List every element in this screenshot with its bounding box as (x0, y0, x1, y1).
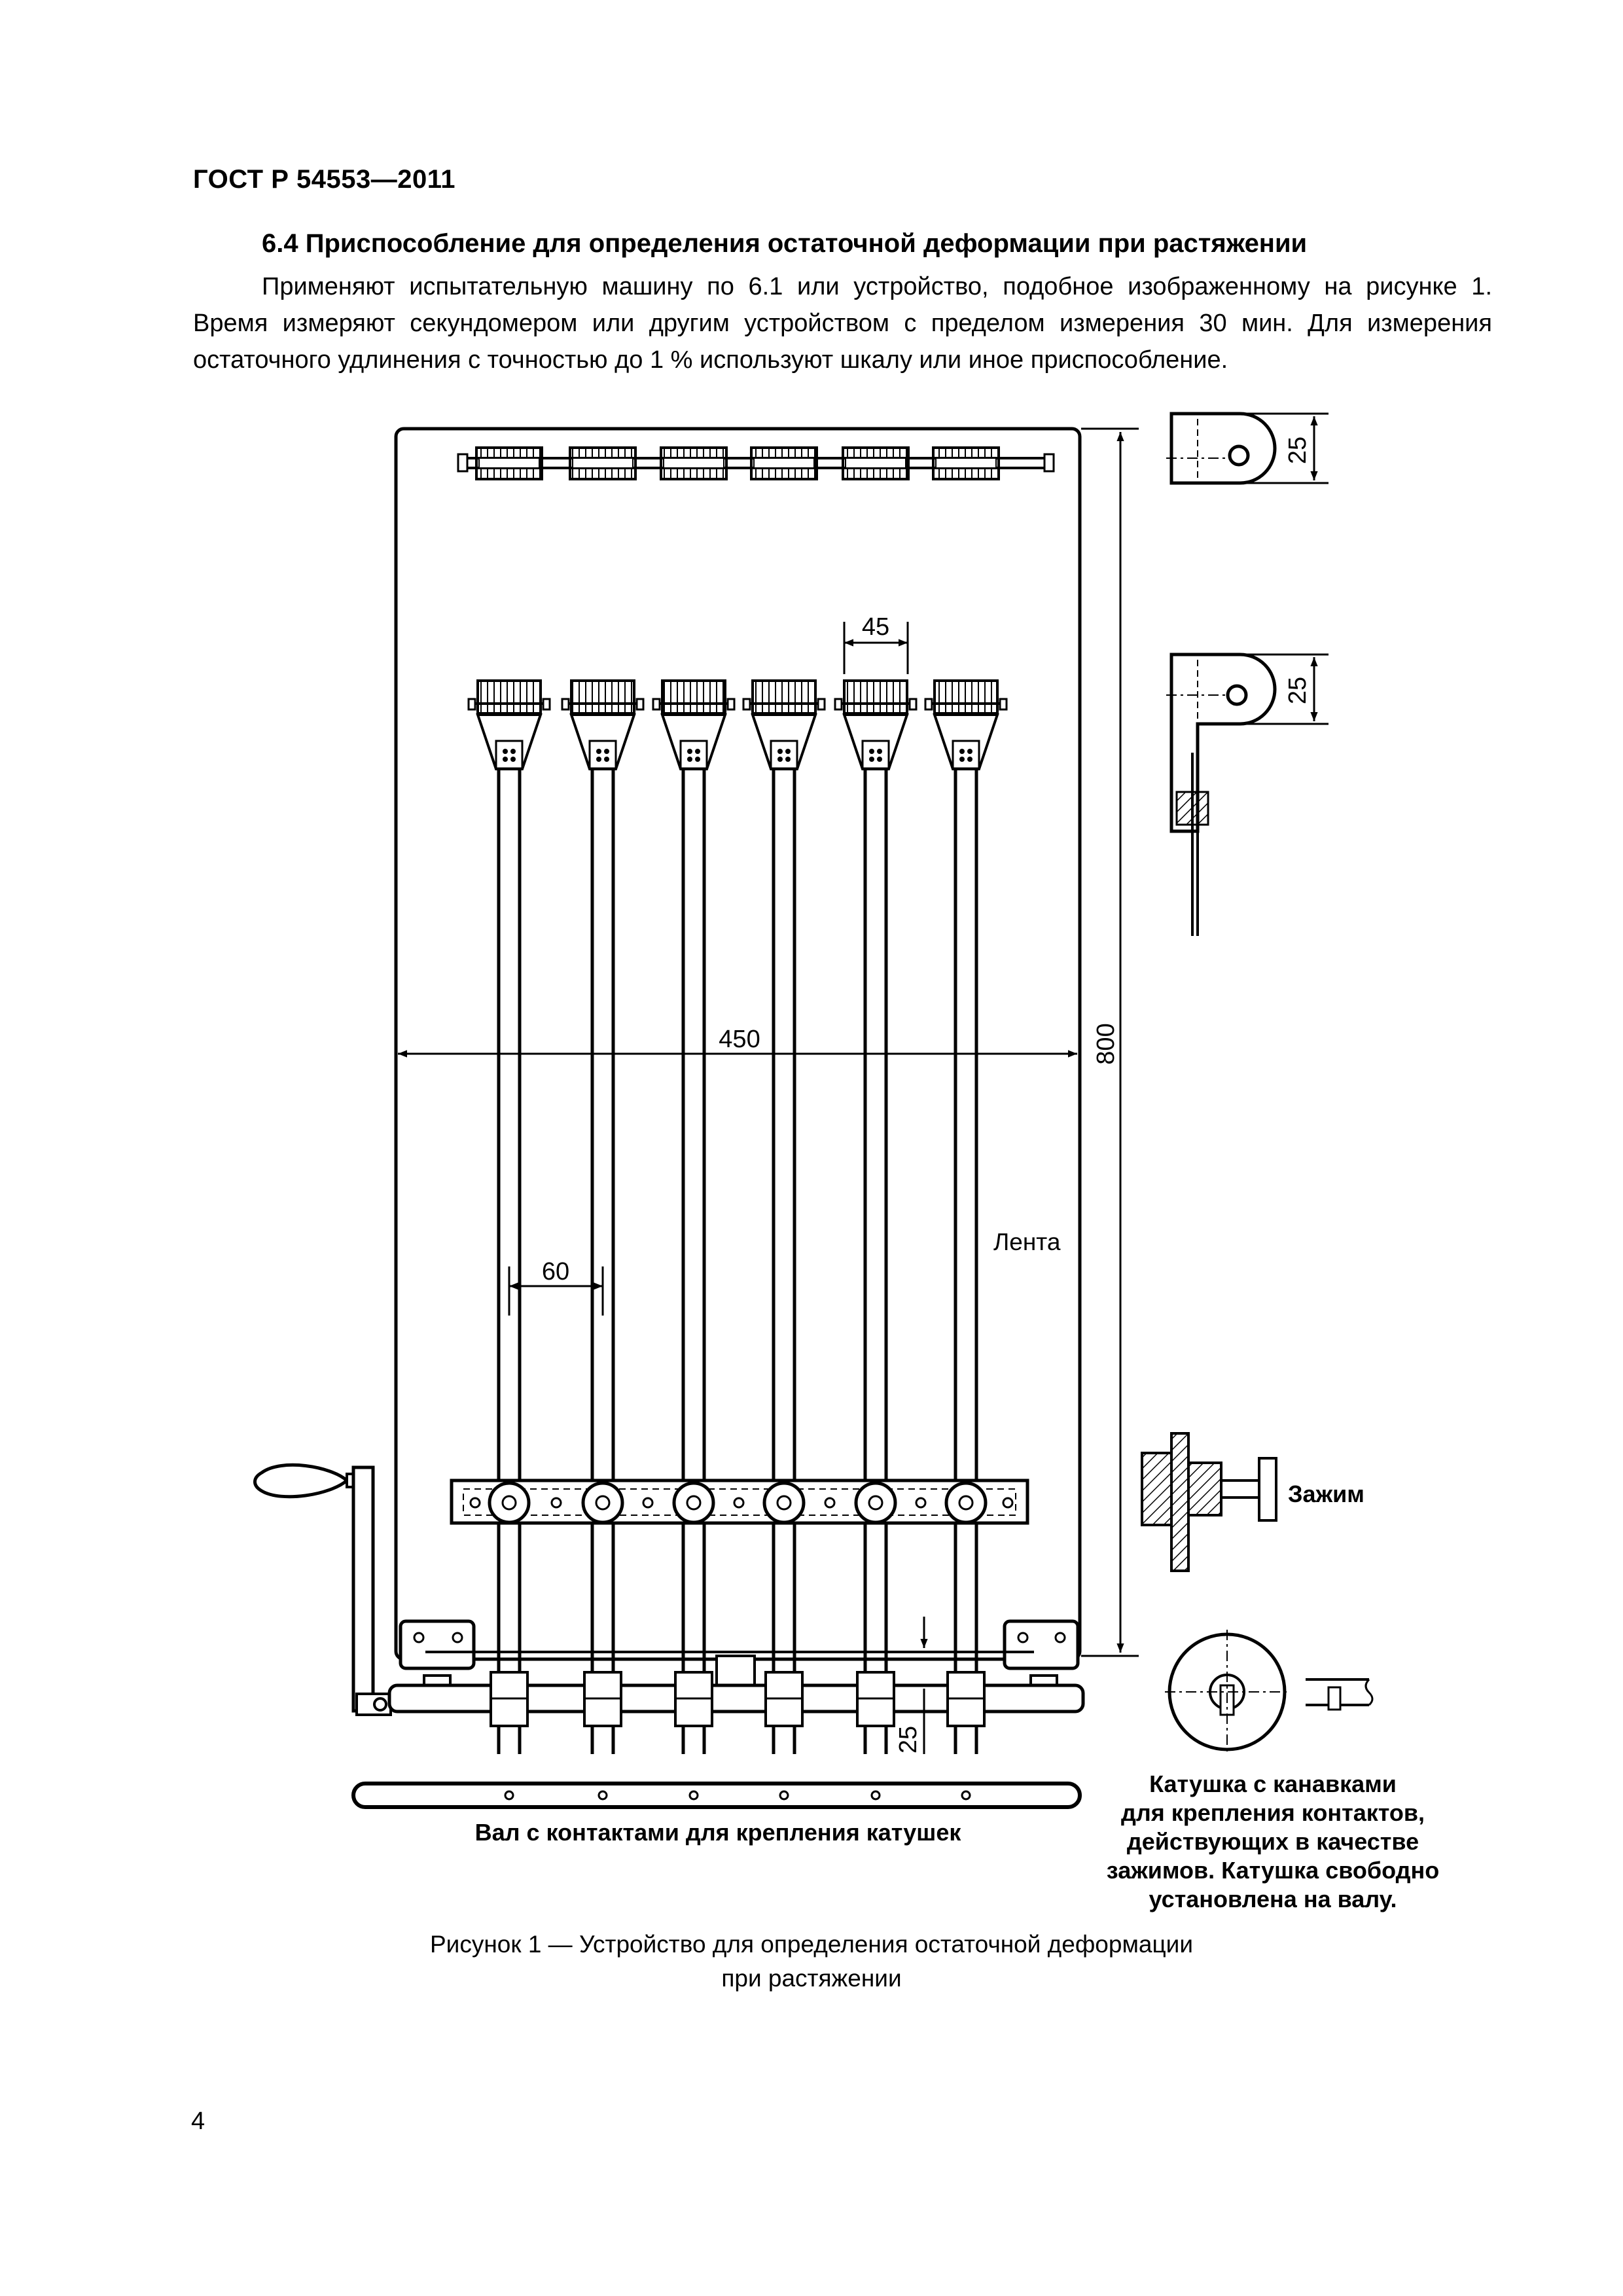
bar-hole (642, 1497, 654, 1509)
tape-strip (681, 769, 706, 1754)
dimension-25-spool: 25 (895, 1617, 942, 1754)
crank-handle (253, 1463, 392, 1716)
side-top-dim-label: 25 (1284, 437, 1311, 464)
upper-roller-row (467, 679, 1008, 770)
shaft-detail (351, 1782, 1082, 1809)
top-roller (932, 446, 1000, 480)
section-title: 6.4 Приспособление для определения остат… (262, 229, 1308, 258)
spool (674, 1671, 713, 1727)
dimension-60-label: 60 (542, 1258, 569, 1285)
contact-hole (779, 1790, 789, 1801)
caption-line-2: при растяжении (721, 1965, 902, 1992)
tape-strip (954, 769, 978, 1754)
spool (583, 1671, 622, 1727)
clamp-ring (488, 1481, 531, 1524)
shaft-label: Вал с контактами для крепления катушек (475, 1819, 962, 1846)
spool (490, 1671, 529, 1727)
side-view-top: 25 (1166, 412, 1329, 485)
dimension-450: 450 (398, 1024, 1077, 1058)
dimension-800-label: 800 (1092, 1023, 1120, 1064)
page-number: 4 (191, 2108, 205, 2135)
caption-line-1: Рисунок 1 — Устройство для определения о… (430, 1931, 1193, 1958)
tape-strip (497, 769, 522, 1754)
dimension-45: 45 (843, 613, 909, 674)
spool-label-line-1: Катушка с канавками (1149, 1770, 1397, 1797)
upper-roller (834, 679, 918, 770)
bar-hole (733, 1497, 745, 1509)
clamp-ring (762, 1481, 806, 1524)
tape-strip (863, 769, 888, 1754)
spool (946, 1671, 986, 1727)
tape-strips (497, 769, 978, 1754)
spool-label-line-5: установлена на валу. (1149, 1886, 1397, 1912)
bar-hole (1002, 1497, 1014, 1509)
spool-label-line-3: действующих в качестве (1127, 1828, 1419, 1855)
upper-roller (652, 679, 736, 770)
figure-caption: Рисунок 1 — Устройство для определения о… (0, 1928, 1623, 1996)
clamp-ring (854, 1481, 897, 1524)
bar-hole (469, 1497, 481, 1509)
tape-strip (590, 769, 615, 1754)
dimension-45-label: 45 (862, 613, 889, 641)
bar-hole (550, 1497, 562, 1509)
top-roller (660, 446, 728, 480)
upper-roller (561, 679, 645, 770)
tape-label: Лента (993, 1229, 1061, 1255)
spool (856, 1671, 895, 1727)
spool-detail (1165, 1630, 1374, 1754)
upper-roller (742, 679, 826, 770)
clamp-label: Зажим (1288, 1480, 1364, 1507)
clamp-ring (581, 1481, 624, 1524)
dimension-800: 800 (1081, 427, 1139, 1657)
contact-hole (504, 1790, 514, 1801)
contact-hole (597, 1790, 608, 1801)
document-header: ГОСТ Р 54553—2011 (193, 165, 455, 194)
spool-label-line-4: зажимов. Катушка свободно (1107, 1857, 1439, 1884)
dimension-450-label: 450 (719, 1026, 760, 1053)
upper-roller (467, 679, 551, 770)
body-text: Применяют испытательную машину по 6.1 ил… (193, 268, 1492, 378)
side-mid-dim-label: 25 (1284, 677, 1311, 704)
top-roller-row (457, 446, 1055, 480)
contact-hole (961, 1790, 971, 1801)
bar-hole (824, 1497, 836, 1509)
tape-strip (772, 769, 796, 1754)
top-roller (475, 446, 543, 480)
spool-label-line-2: для крепления контактов, (1121, 1799, 1425, 1826)
bar-hole (915, 1497, 927, 1509)
upper-roller (924, 679, 1008, 770)
top-roller (569, 446, 637, 480)
side-view-mid: 25 (1166, 653, 1329, 936)
clamp-ring (944, 1481, 988, 1524)
contact-hole (688, 1790, 699, 1801)
clamp-bar (450, 1479, 1029, 1525)
top-roller (750, 446, 818, 480)
clamp-detail: Зажим (1141, 1432, 1364, 1572)
dimension-25-spool-label: 25 (895, 1726, 922, 1753)
contact-hole (870, 1790, 881, 1801)
dimension-60: 60 (508, 1258, 604, 1316)
clamp-ring (672, 1481, 715, 1524)
spool-shaft (387, 1651, 1085, 1727)
spool (764, 1671, 804, 1727)
body-paragraph: Применяют испытательную машину по 6.1 ил… (193, 273, 1492, 374)
spool-label: Катушка с канавками для крепления контак… (1107, 1770, 1439, 1912)
top-roller (842, 446, 910, 480)
